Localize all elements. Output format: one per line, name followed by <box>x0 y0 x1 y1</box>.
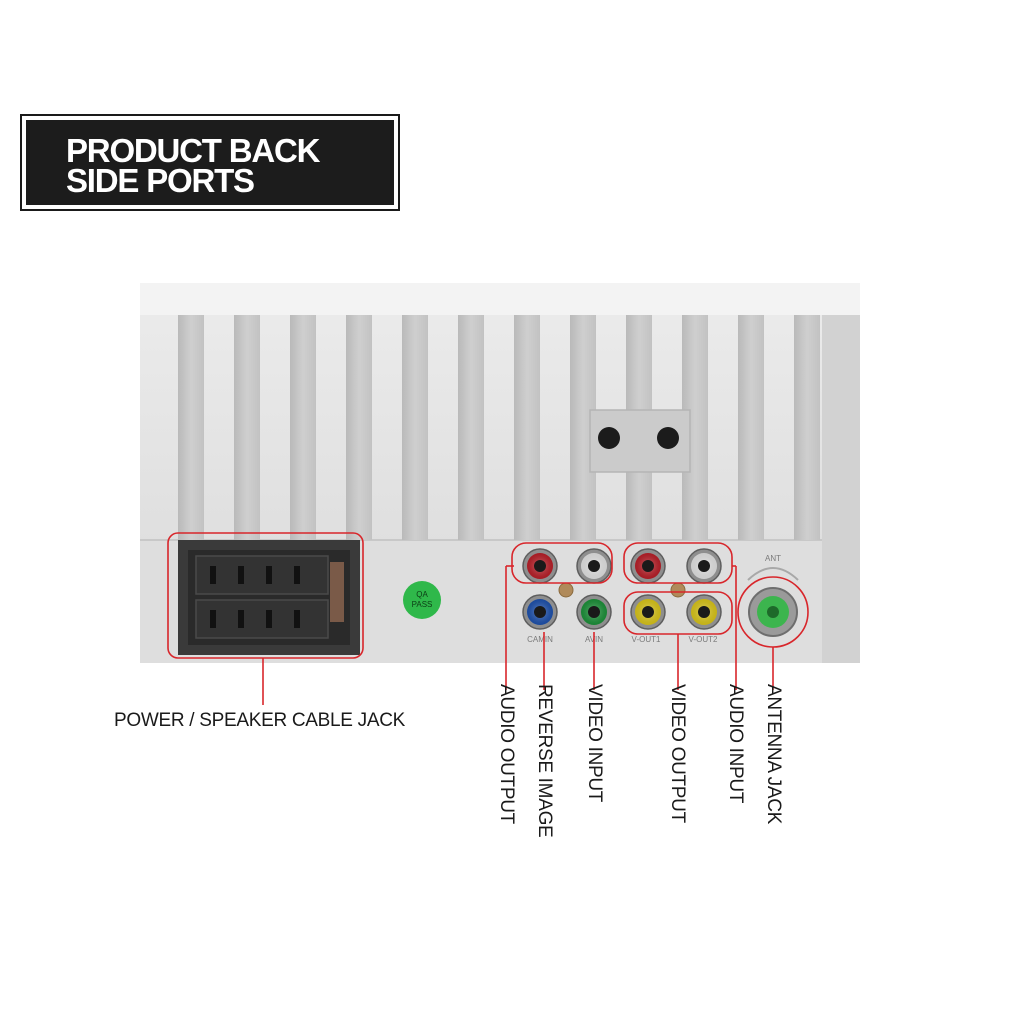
connector-pin <box>210 566 216 584</box>
label-antenna-jack: ANTENNA JACK <box>763 684 784 824</box>
rca-jack-audio-in-white <box>686 548 722 584</box>
label-audio-input: AUDIO INPUT <box>725 684 746 804</box>
rca-jack-audio-out-red <box>522 548 558 584</box>
rca-jack-video-out-2 <box>686 594 722 630</box>
antenna-jack: ANT <box>747 554 799 637</box>
heat-sink-fin <box>346 315 372 540</box>
power-speaker-connector <box>178 540 360 655</box>
panel-screw-right <box>670 582 686 598</box>
callout-box-audio-input <box>623 542 733 584</box>
screw-hole-right <box>657 427 679 449</box>
connector-pin <box>238 610 244 628</box>
qa-sticker-line-1: QA <box>416 590 428 599</box>
heat-sink-fin <box>794 315 820 540</box>
callout-lines <box>167 532 809 705</box>
connector-pins <box>210 566 300 628</box>
title-text: PRODUCT BACK SIDE PORTS <box>26 120 394 205</box>
rca-jack-audio-in-red <box>630 548 666 584</box>
port-label-vout2: V-OUT2 <box>689 635 718 644</box>
qa-pass-sticker: QA PASS <box>403 581 441 619</box>
heat-sink-fin <box>178 315 204 540</box>
heat-sink-fin <box>458 315 484 540</box>
rca-jack-reverse-camera <box>522 594 558 630</box>
qa-sticker-line-2: PASS <box>412 600 433 609</box>
rca-jack-audio-out-white <box>576 548 612 584</box>
heat-sink-fin <box>290 315 316 540</box>
rca-jack-video-in <box>576 594 612 630</box>
screw-hole-left <box>598 427 620 449</box>
port-label-vout1: V-OUT1 <box>632 635 661 644</box>
mounting-block <box>589 409 691 473</box>
label-audio-output: AUDIO OUTPUT <box>496 684 517 824</box>
antenna-port-label: ANT <box>765 554 781 563</box>
title-line-1: PRODUCT BACK <box>66 132 320 169</box>
connector-pin <box>294 566 300 584</box>
connector-pin <box>238 566 244 584</box>
callout-box-power <box>167 532 364 659</box>
connector-tab <box>330 562 344 622</box>
connector-pin <box>266 566 272 584</box>
label-reverse-image: REVERSE IMAGE <box>534 684 555 838</box>
connector-pin <box>294 610 300 628</box>
heat-sink-fin <box>402 315 428 540</box>
heat-sink-fin <box>514 315 540 540</box>
label-power-speaker: POWER / SPEAKER CABLE JACK <box>114 710 406 731</box>
connector-pin <box>210 610 216 628</box>
title-line-2: SIDE PORTS <box>66 162 255 199</box>
panel-screw-left <box>558 582 574 598</box>
port-label-camin: CAMIN <box>527 635 553 644</box>
label-video-input: VIDEO INPUT <box>584 684 605 803</box>
callout-box-audio-output <box>511 542 613 584</box>
label-video-output: VIDEO OUTPUT <box>667 684 688 823</box>
heat-sink-fin <box>738 315 764 540</box>
rca-jack-group <box>522 548 722 630</box>
heat-sink-fin <box>234 315 260 540</box>
rca-jack-video-out-1 <box>630 594 666 630</box>
heat-sink-fins <box>178 315 820 540</box>
connector-pin <box>266 610 272 628</box>
title-banner: PRODUCT BACK SIDE PORTS <box>20 114 400 211</box>
